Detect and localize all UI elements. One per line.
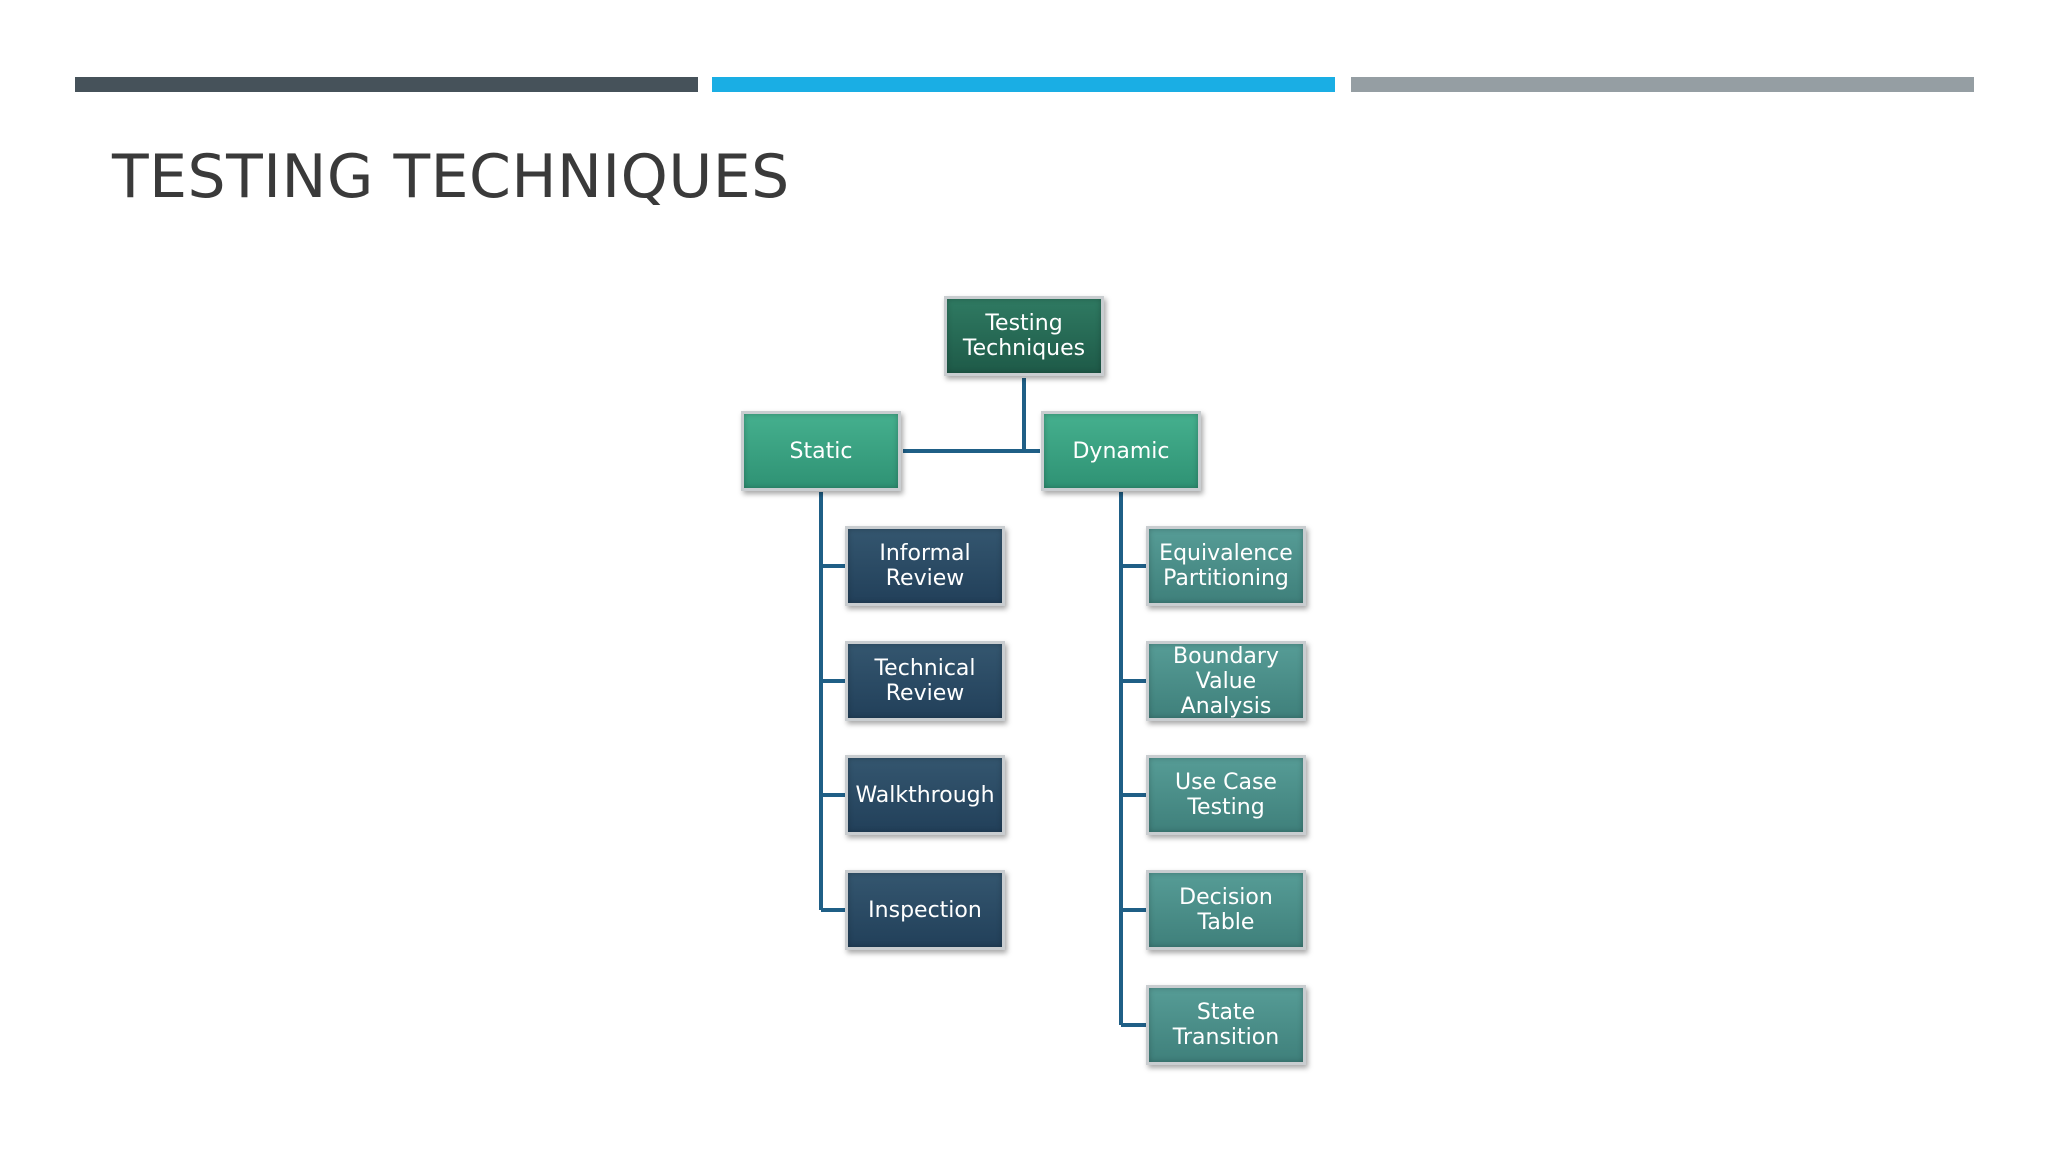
slide-title: TESTING TECHNIQUES	[112, 142, 790, 212]
node-label: State Transition	[1172, 1000, 1280, 1050]
node-label: Equivalence Partitioning	[1159, 541, 1293, 591]
node-technical-review: Technical Review	[845, 641, 1005, 721]
accent-bar-blue	[712, 77, 1335, 92]
node-state-transition: State Transition	[1146, 985, 1306, 1065]
node-label: Inspection	[868, 897, 982, 923]
node-decision-table: Decision Table	[1146, 870, 1306, 950]
node-boundary-value-analysis: Boundary Value Analysis	[1146, 641, 1306, 721]
node-dynamic-label: Dynamic	[1072, 438, 1170, 464]
node-label: Walkthrough	[855, 782, 995, 808]
node-informal-review: Informal Review	[845, 526, 1005, 606]
node-static: Static	[741, 411, 901, 491]
node-static-label: Static	[789, 438, 853, 464]
node-label: Technical Review	[874, 656, 976, 706]
accent-bar-dark	[75, 77, 698, 92]
node-dynamic: Dynamic	[1041, 411, 1201, 491]
node-label: Informal Review	[879, 541, 971, 591]
node-equivalence-partitioning: Equivalence Partitioning	[1146, 526, 1306, 606]
node-root: Testing Techniques	[944, 296, 1104, 376]
node-inspection: Inspection	[845, 870, 1005, 950]
accent-bar-gray	[1351, 77, 1974, 92]
node-label: Decision Table	[1179, 885, 1273, 935]
node-use-case-testing: Use Case Testing	[1146, 755, 1306, 835]
node-walkthrough: Walkthrough	[845, 755, 1005, 835]
node-root-label: Testing Techniques	[962, 311, 1086, 361]
node-label: Boundary Value Analysis	[1173, 643, 1279, 719]
node-label: Use Case Testing	[1175, 770, 1277, 820]
